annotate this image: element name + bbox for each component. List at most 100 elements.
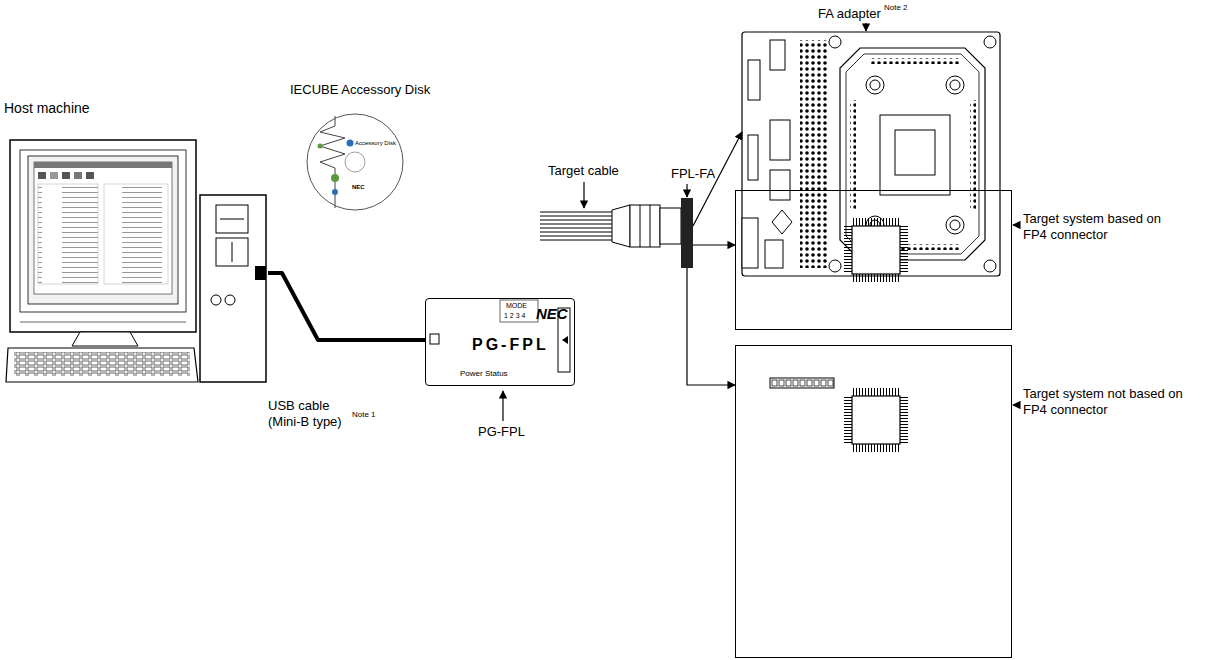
accessory-disk: [345, 152, 365, 172]
pin-header-and-chip: [779, 380, 784, 386]
pc-monitor: [34, 162, 172, 168]
fa-adapter-board: [772, 210, 792, 234]
fa-adapter-board: [880, 115, 950, 195]
fpl-fa-connector: FPL-FA: [681, 198, 693, 268]
fa-adapter-board: [748, 60, 760, 100]
part-name: PG-FPL: [478, 424, 525, 440]
pin-header-and-chip: [900, 396, 908, 444]
pin-header-and-chip: [814, 380, 819, 386]
node-text: Power Status: [460, 369, 508, 379]
edge-label: USB cable (Mini-B type): [268, 398, 360, 430]
disk-print: Accessory Disk: [355, 140, 396, 147]
part-name: Target cable: [548, 163, 619, 179]
pin-header-and-chip: [828, 380, 833, 386]
callout-arrows: [865, 23, 866, 31]
callout-arrows: [502, 391, 503, 421]
fa-adapter-board: [742, 32, 1000, 276]
pc-monitor: [72, 332, 138, 346]
fa-adapter-board: [770, 40, 785, 70]
fp4-connector-and-chip: [900, 226, 908, 274]
pc-tower: [200, 195, 266, 382]
pin-header-and-chip: [821, 380, 826, 386]
fa-adapter-board: [895, 130, 935, 175]
fa-adapter-board: [748, 135, 758, 180]
accessory-disk: [320, 116, 345, 208]
pc-tower: [200, 195, 266, 382]
pin-header-and-chip: [772, 380, 777, 386]
fa-adapter-board: [870, 80, 880, 90]
target-cable: [540, 224, 613, 225]
target-cable: [540, 228, 613, 229]
pin-header-and-chip: [852, 444, 900, 452]
fp4-connector-and-chip: [844, 226, 852, 274]
target-cable: [660, 208, 681, 244]
accessory-disk: [331, 174, 339, 182]
fa-adapter-board: [800, 40, 828, 268]
target-cable: [540, 220, 613, 221]
node-heading: Target system not based on FP4 connector: [1023, 386, 1188, 417]
usb-cable: [268, 273, 425, 340]
disk-print: NEC: [352, 184, 365, 191]
fa-adapter-board: [984, 36, 996, 48]
fa-adapter-board: [984, 260, 996, 272]
pg-fpl-unit: MODE 1 2 3 4 NEC PG-FPL Power Status: [425, 298, 575, 386]
fp4-connector-and-chip: [742, 218, 908, 282]
fp4-connector-and-chip: [852, 218, 900, 226]
pc-monitor: [86, 172, 94, 179]
pin-header-and-chip: [770, 378, 834, 388]
pc-monitor: [10, 140, 196, 346]
pin-header-and-chip: [852, 388, 900, 396]
target-cable: [640, 205, 641, 247]
pin-header-and-chip: [844, 396, 852, 444]
target-cable: [540, 205, 681, 247]
pg-fpl-details: [500, 300, 538, 322]
accessory-disk: [332, 189, 338, 195]
node-text: Note 2: [884, 3, 908, 13]
fa-adapter-board: [946, 216, 964, 234]
pc-keyboard: [14, 352, 190, 376]
pc-tower: [216, 238, 248, 266]
fp4-connector-and-chip: [742, 218, 758, 268]
node-text: NEC: [536, 305, 568, 323]
callout-arrows: [583, 182, 584, 208]
pc-keyboard: [6, 348, 198, 382]
pc-tower: [225, 295, 235, 305]
fa-adapter-board: [770, 170, 790, 200]
pc-monitor: [38, 172, 46, 179]
fa-adapter: FA adapterNote 2: [742, 32, 1000, 276]
target-cable: [540, 212, 613, 213]
callout-arrows: [1013, 404, 1019, 405]
fp4-connector-and-chip: [852, 274, 900, 282]
pc-monitor: [74, 172, 82, 179]
pc-tower: [255, 266, 266, 280]
node-text: PG-FPL: [472, 335, 549, 354]
callout-arrows: [686, 184, 687, 197]
disk-title: IECUBE Accessory Disk: [290, 82, 430, 98]
pc-monitor: [38, 184, 98, 284]
fa-adapter-board: [866, 76, 884, 94]
pin-header-and-chip: [770, 378, 908, 452]
fa-adapter-board: [829, 36, 841, 48]
node-heading: MODE: [506, 302, 527, 310]
node-heading: Host machine: [4, 100, 90, 117]
target-system: Target system based on FP4 connector: [735, 190, 1012, 330]
target-cable: [540, 236, 613, 237]
pc-tower: [232, 242, 233, 262]
fa-adapter-board: [846, 54, 979, 254]
pc-tower: [211, 295, 221, 305]
pg-fpl-details: [430, 334, 439, 344]
fa-adapter-board: [946, 76, 964, 94]
pin-header-and-chip: [807, 380, 812, 386]
target-cable: [630, 205, 660, 247]
node-heading: FPL-FA: [671, 166, 715, 182]
node-text: 1 2 3 4: [504, 312, 525, 320]
pc-keyboard: [6, 348, 198, 382]
pc-tower: [220, 219, 244, 220]
node-heading: FA adapter: [818, 6, 881, 22]
accessory-disk: [307, 114, 403, 210]
fa-adapter-board: [870, 58, 960, 64]
pc-monitor: [20, 150, 186, 312]
fa-adapter-board: [950, 80, 960, 90]
